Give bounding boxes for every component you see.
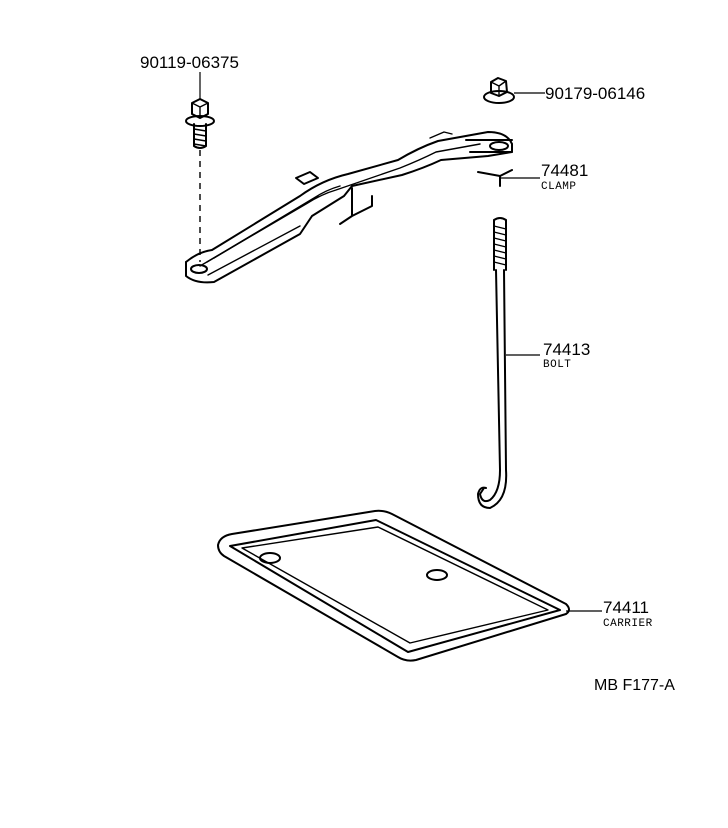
flange-bolt: [185, 98, 215, 149]
carrier: [217, 509, 570, 662]
label-bolt-name: BOLT: [543, 359, 571, 371]
label-carrier-name: CARRIER: [603, 618, 653, 630]
label-bolt-top-no: 90119-06375: [140, 53, 239, 72]
clamp: [185, 131, 513, 284]
label-carrier-no: 74411: [603, 598, 649, 617]
label-clamp-name: CLAMP: [541, 181, 577, 193]
flange-nut: [483, 77, 515, 104]
label-nut-no: 90179-06146: [545, 84, 645, 103]
figure-code: MB F177-A: [594, 677, 675, 694]
label-clamp-no: 74481: [541, 161, 588, 180]
j-bolt: [477, 217, 508, 509]
label-bolt-no: 74413: [543, 340, 590, 359]
